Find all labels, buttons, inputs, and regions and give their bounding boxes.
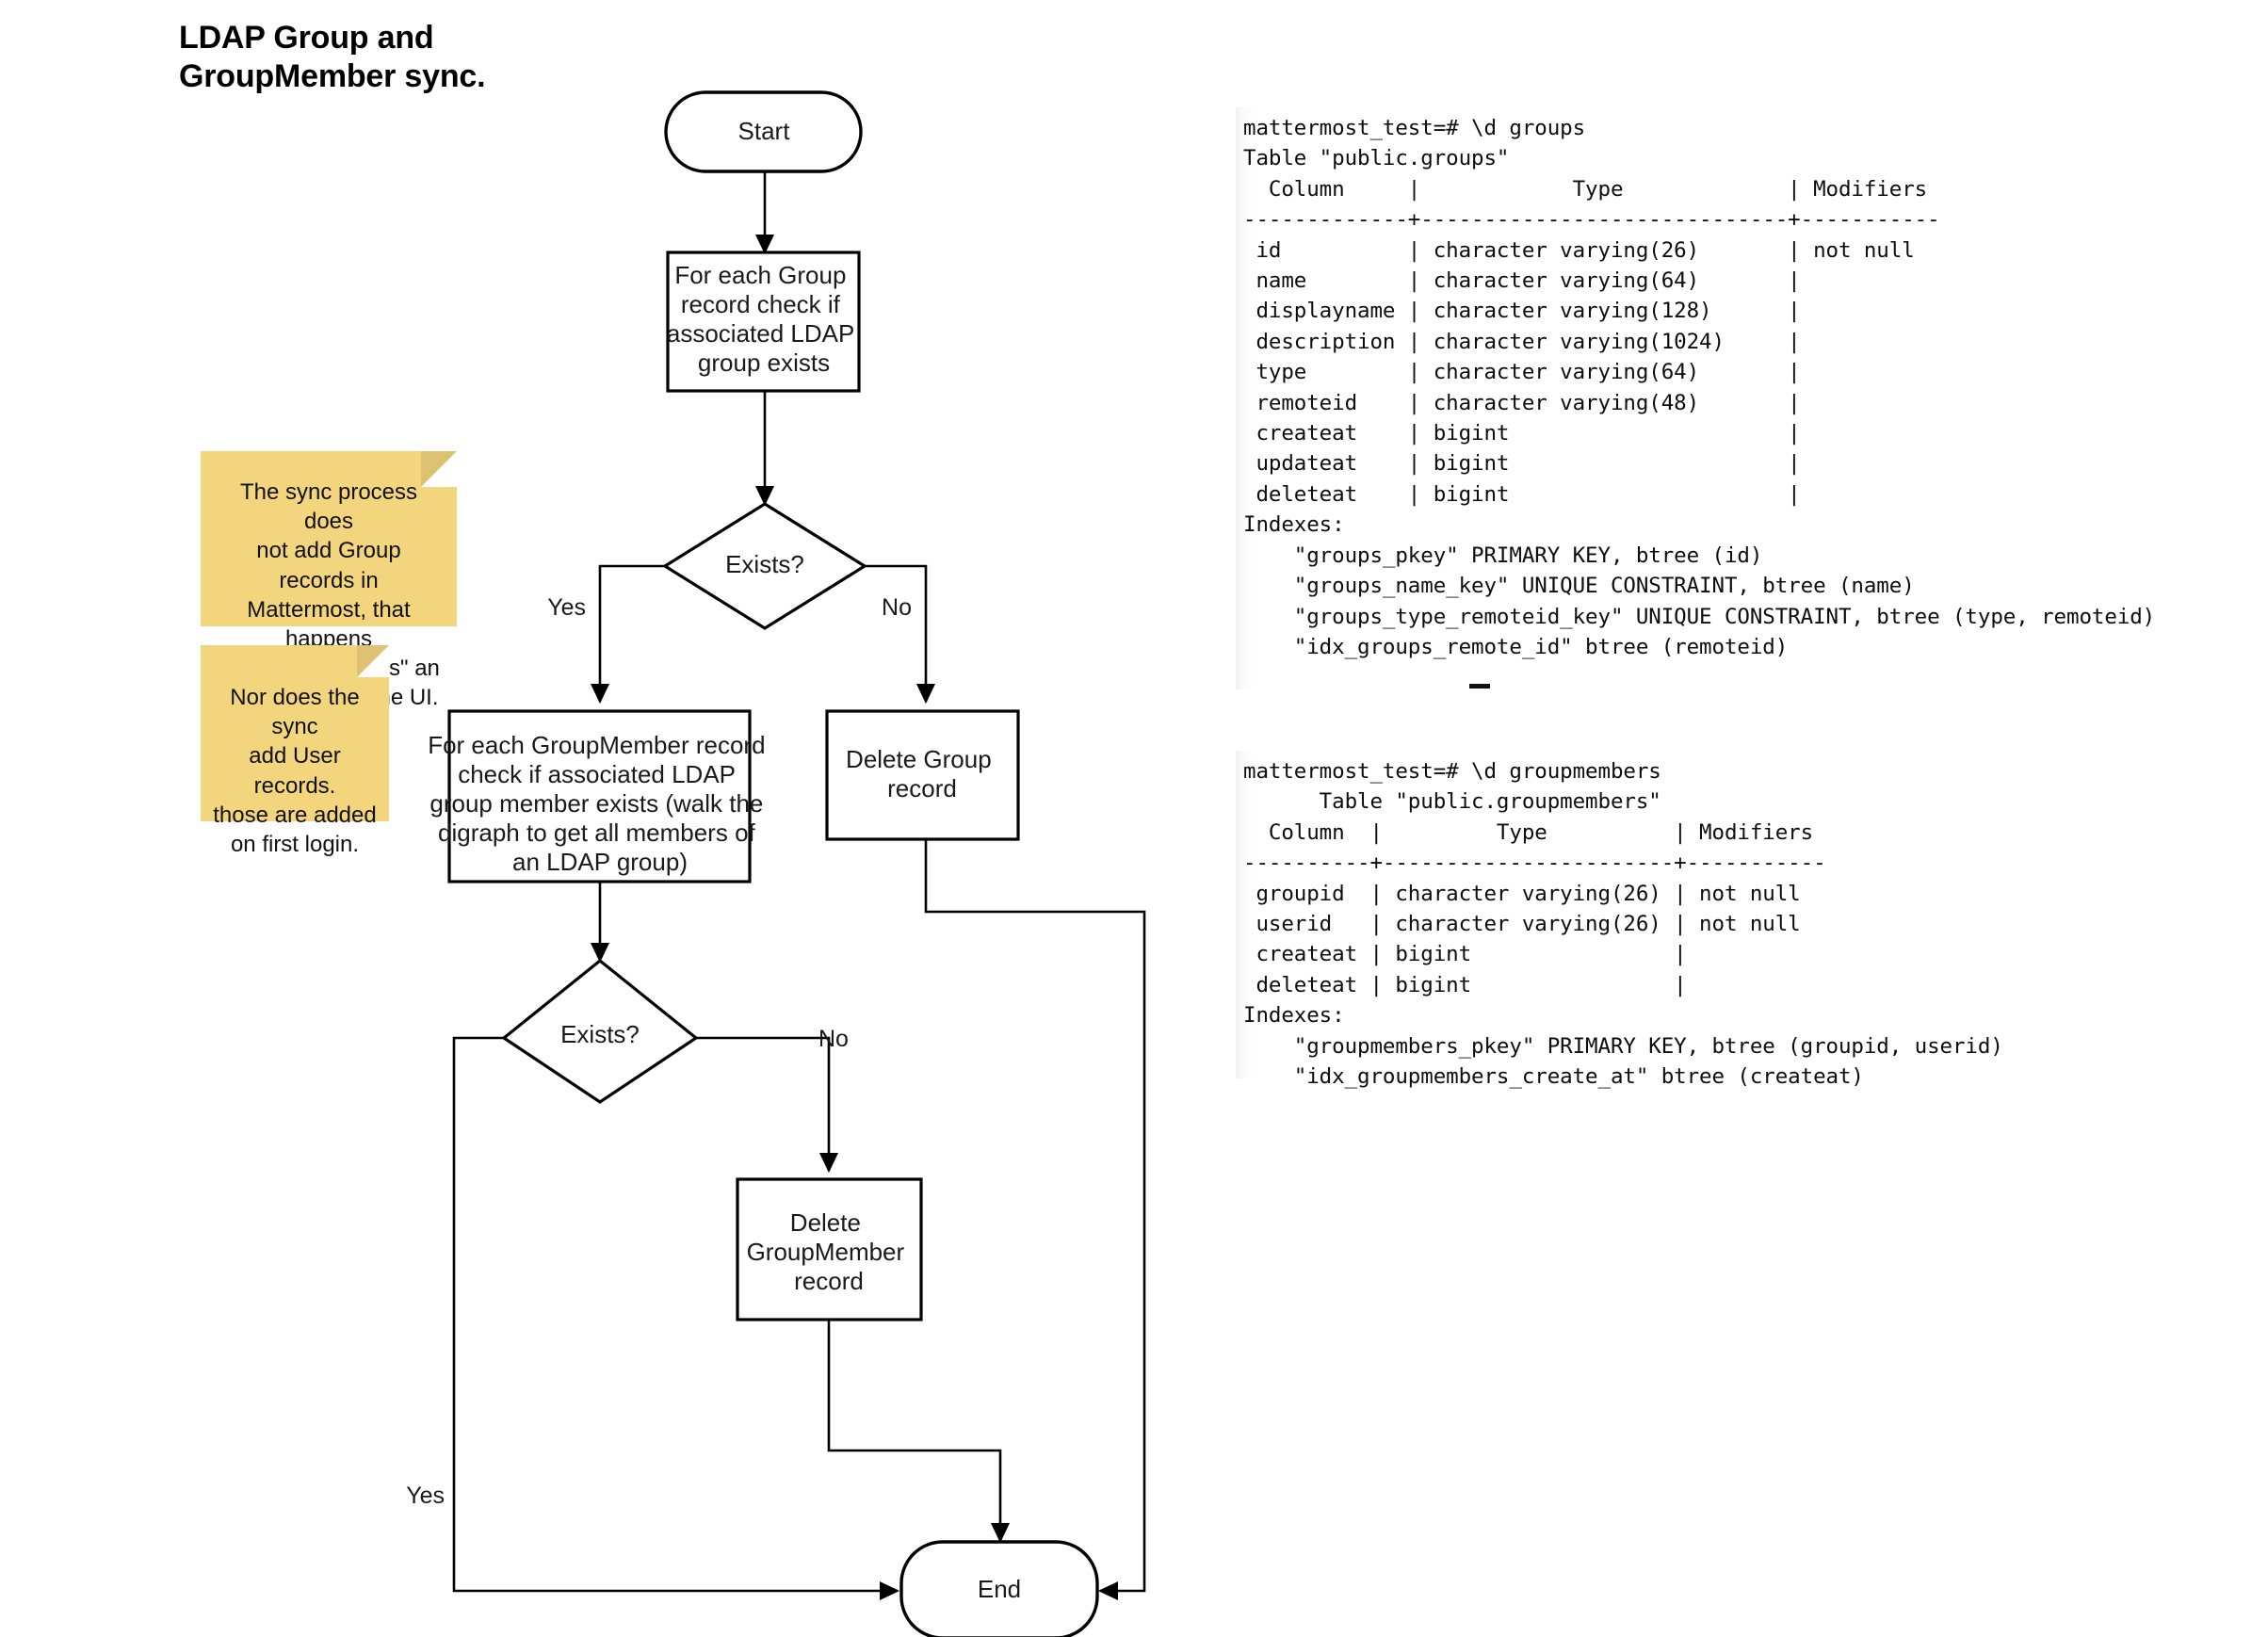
node-delete-groupmember-label: Delete GroupMember record <box>747 1208 912 1295</box>
terminal-cursor <box>1469 684 1490 689</box>
psql-indexes-label: Indexes: <box>1243 512 1345 538</box>
note-sync-group: The sync process does not add Group reco… <box>201 451 457 710</box>
psql-prompt-groupmembers: mattermost_test=# \d groupmembers <box>1243 759 1661 784</box>
note-fold-corner-icon <box>421 451 457 487</box>
psql-row: remoteid | character varying(48) | <box>1243 390 1801 415</box>
psql-row: createat | bigint | <box>1243 942 1687 967</box>
note-sync-user-text: Nor does the sync add User records. thos… <box>213 685 377 857</box>
node-exists-groupmember[interactable] <box>501 958 699 1104</box>
node-end-label: End <box>978 1575 1021 1603</box>
psql-row: id | character varying(26) | not null <box>1243 237 1915 263</box>
psql-indexes-label: Indexes: <box>1243 1003 1345 1029</box>
node-for-each-groupmember[interactable] <box>447 709 752 883</box>
edge-exists-group-no <box>865 564 936 705</box>
psql-caption-groups: Table "public.groups" <box>1243 146 1510 171</box>
psql-header-groups: Column | Type | Modifiers <box>1243 176 1928 202</box>
node-start-label: Start <box>738 117 791 145</box>
psql-index: "idx_groups_remote_id" btree (remoteid) <box>1243 634 1789 659</box>
psql-row: description | character varying(1024) | <box>1243 329 1801 354</box>
edge-label-member-no: No <box>818 1026 849 1052</box>
edge-deletegroup-to-end <box>924 839 1146 1601</box>
node-exists-group[interactable] <box>661 502 868 630</box>
psql-row: userid | character varying(26) | not nul… <box>1243 912 1801 937</box>
psql-row: createat | bigint | <box>1243 421 1801 446</box>
edge-deletemember-to-end <box>827 1320 1011 1544</box>
edge-exists-member-no <box>696 1036 839 1174</box>
psql-row: type | character varying(64) | <box>1243 360 1801 385</box>
note-sync-user: Nor does the sync add User records. thos… <box>201 645 389 857</box>
node-delete-group-label: Delete Group record <box>846 745 998 802</box>
psql-index: "idx_groupmembers_create_at" btree (crea… <box>1243 1064 1864 1090</box>
node-for-each-group[interactable] <box>666 251 861 393</box>
psql-index: "groups_name_key" UNIQUE CONSTRAINT, btr… <box>1243 574 1915 599</box>
note-fold-corner-icon <box>357 645 389 677</box>
psql-index: "groups_pkey" PRIMARY KEY, btree (id) <box>1243 543 1763 568</box>
node-for-each-group-label: For each Group record check if associate… <box>667 261 861 377</box>
psql-output-groupmembers: mattermost_test=# \d groupmembers Table … <box>1236 751 2017 1089</box>
psql-row: updateat | bigint | <box>1243 451 1801 477</box>
psql-row: name | character varying(64) | <box>1243 268 1801 294</box>
psql-row: deleteat | bigint | <box>1243 972 1687 997</box>
node-exists-groupmember-label: Exists? <box>560 1020 640 1048</box>
node-start[interactable] <box>664 90 863 173</box>
psql-divider-groupmembers: ----------+-----------------------+-----… <box>1243 851 1826 876</box>
node-end[interactable] <box>899 1540 1099 1637</box>
psql-caption-groupmembers: Table "public.groupmembers" <box>1243 789 1661 815</box>
page-title: LDAP Group and GroupMember sync. <box>179 20 486 95</box>
psql-index: "groupmembers_pkey" PRIMARY KEY, btree (… <box>1243 1033 2003 1059</box>
edge-label-member-yes: Yes <box>406 1483 445 1509</box>
node-exists-group-label: Exists? <box>725 550 804 578</box>
edge-exists-group-yes <box>590 564 665 705</box>
edge-exists-member-yes <box>452 1036 900 1601</box>
node-delete-group[interactable] <box>825 709 1020 841</box>
edge-label-group-no: No <box>882 594 912 621</box>
psql-row: deleteat | bigint | <box>1243 481 1801 507</box>
edge-label-group-yes: Yes <box>547 594 586 621</box>
node-delete-groupmember[interactable] <box>736 1177 923 1321</box>
psql-divider-groups: -------------+--------------------------… <box>1243 207 1940 233</box>
node-for-each-groupmember-label: For each GroupMember record check if ass… <box>428 731 772 876</box>
psql-header-groupmembers: Column | Type | Modifiers <box>1243 819 1814 845</box>
psql-row: displayname | character varying(128) | <box>1243 299 1801 324</box>
psql-index: "groups_type_remoteid_key" UNIQUE CONSTR… <box>1243 604 2156 629</box>
psql-prompt-groups: mattermost_test=# \d groups <box>1243 116 1586 140</box>
psql-row: groupid | character varying(26) | not nu… <box>1243 881 1801 906</box>
psql-output-groups: mattermost_test=# \d groups Table "publi… <box>1236 107 2234 689</box>
